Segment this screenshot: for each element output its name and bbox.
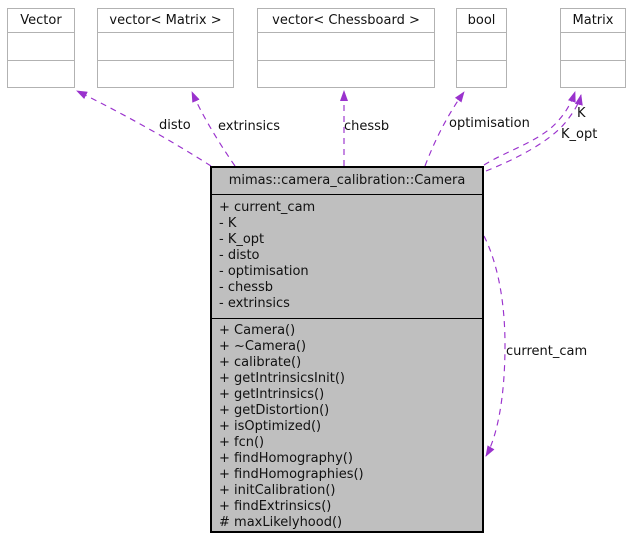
attribute-row: - chessb <box>219 280 274 295</box>
attribute-row: - K <box>219 216 237 231</box>
edge-label-optimisation: optimisation <box>449 116 530 131</box>
empty-attributes-row <box>8 33 74 61</box>
class-node-title[interactable]: Vector <box>8 9 74 33</box>
attribute-row: - disto <box>219 248 260 263</box>
attribute-row: - K_opt <box>219 232 265 247</box>
main-class-title: mimas::camera_calibration::Camera <box>212 168 482 195</box>
method-row: + getIntrinsics() <box>219 387 325 402</box>
edge-label-k-opt: K_opt <box>561 127 598 142</box>
method-row: + ~Camera() <box>219 339 307 354</box>
class-node-title[interactable]: vector< Matrix > <box>98 9 233 33</box>
edge-current-cam-self-loop <box>483 235 506 457</box>
method-row: + initCalibration() <box>219 483 336 498</box>
method-row: + calibrate() <box>219 355 302 370</box>
method-row: + fcn() <box>219 435 265 450</box>
class-node-vector-matrix[interactable]: vector< Matrix > <box>97 8 234 88</box>
edge-label-extrinsics: extrinsics <box>218 119 281 134</box>
method-row: + getDistortion() <box>219 403 330 418</box>
attribute-row: - extrinsics <box>219 296 290 311</box>
class-node-matrix[interactable]: Matrix <box>560 8 626 88</box>
empty-attributes-row <box>258 33 434 61</box>
empty-attributes-row <box>561 33 625 61</box>
attribute-row: - optimisation <box>219 264 309 279</box>
edge-label-current-cam: current_cam <box>506 344 588 359</box>
method-row: + Camera() <box>219 323 296 338</box>
edge-label-chessb: chessb <box>344 119 390 134</box>
methods-section: + Camera() + ~Camera() + calibrate() + g… <box>212 319 482 531</box>
method-row: + findHomography() <box>219 451 353 466</box>
method-row: + isOptimized() <box>219 419 322 434</box>
class-node-title[interactable]: bool <box>457 9 506 33</box>
class-node-vector-chessboard[interactable]: vector< Chessboard > <box>257 8 435 88</box>
method-row: + findExtrinsics() <box>219 499 332 514</box>
method-row: + getIntrinsicsInit() <box>219 371 345 386</box>
attributes-section: + current_cam - K - K_opt - disto - opti… <box>212 195 482 319</box>
class-node-title[interactable]: vector< Chessboard > <box>258 9 434 33</box>
empty-attributes-row <box>98 33 233 61</box>
class-node-title[interactable]: Matrix <box>561 9 625 33</box>
empty-attributes-row <box>457 33 506 61</box>
empty-methods-row <box>457 61 506 87</box>
main-class-node: mimas::camera_calibration::Camera + curr… <box>210 166 484 533</box>
class-node-vector[interactable]: Vector <box>7 8 75 88</box>
empty-methods-row <box>258 61 434 87</box>
method-row: + findHomographies() <box>219 467 364 482</box>
edge-label-k: K <box>577 106 586 121</box>
class-node-bool[interactable]: bool <box>456 8 507 88</box>
empty-methods-row <box>8 61 74 87</box>
attribute-row: + current_cam <box>219 200 316 215</box>
empty-methods-row <box>561 61 625 87</box>
empty-methods-row <box>98 61 233 87</box>
edge-label-disto: disto <box>159 118 191 133</box>
method-row: # maxLikelyhood() <box>219 515 343 530</box>
